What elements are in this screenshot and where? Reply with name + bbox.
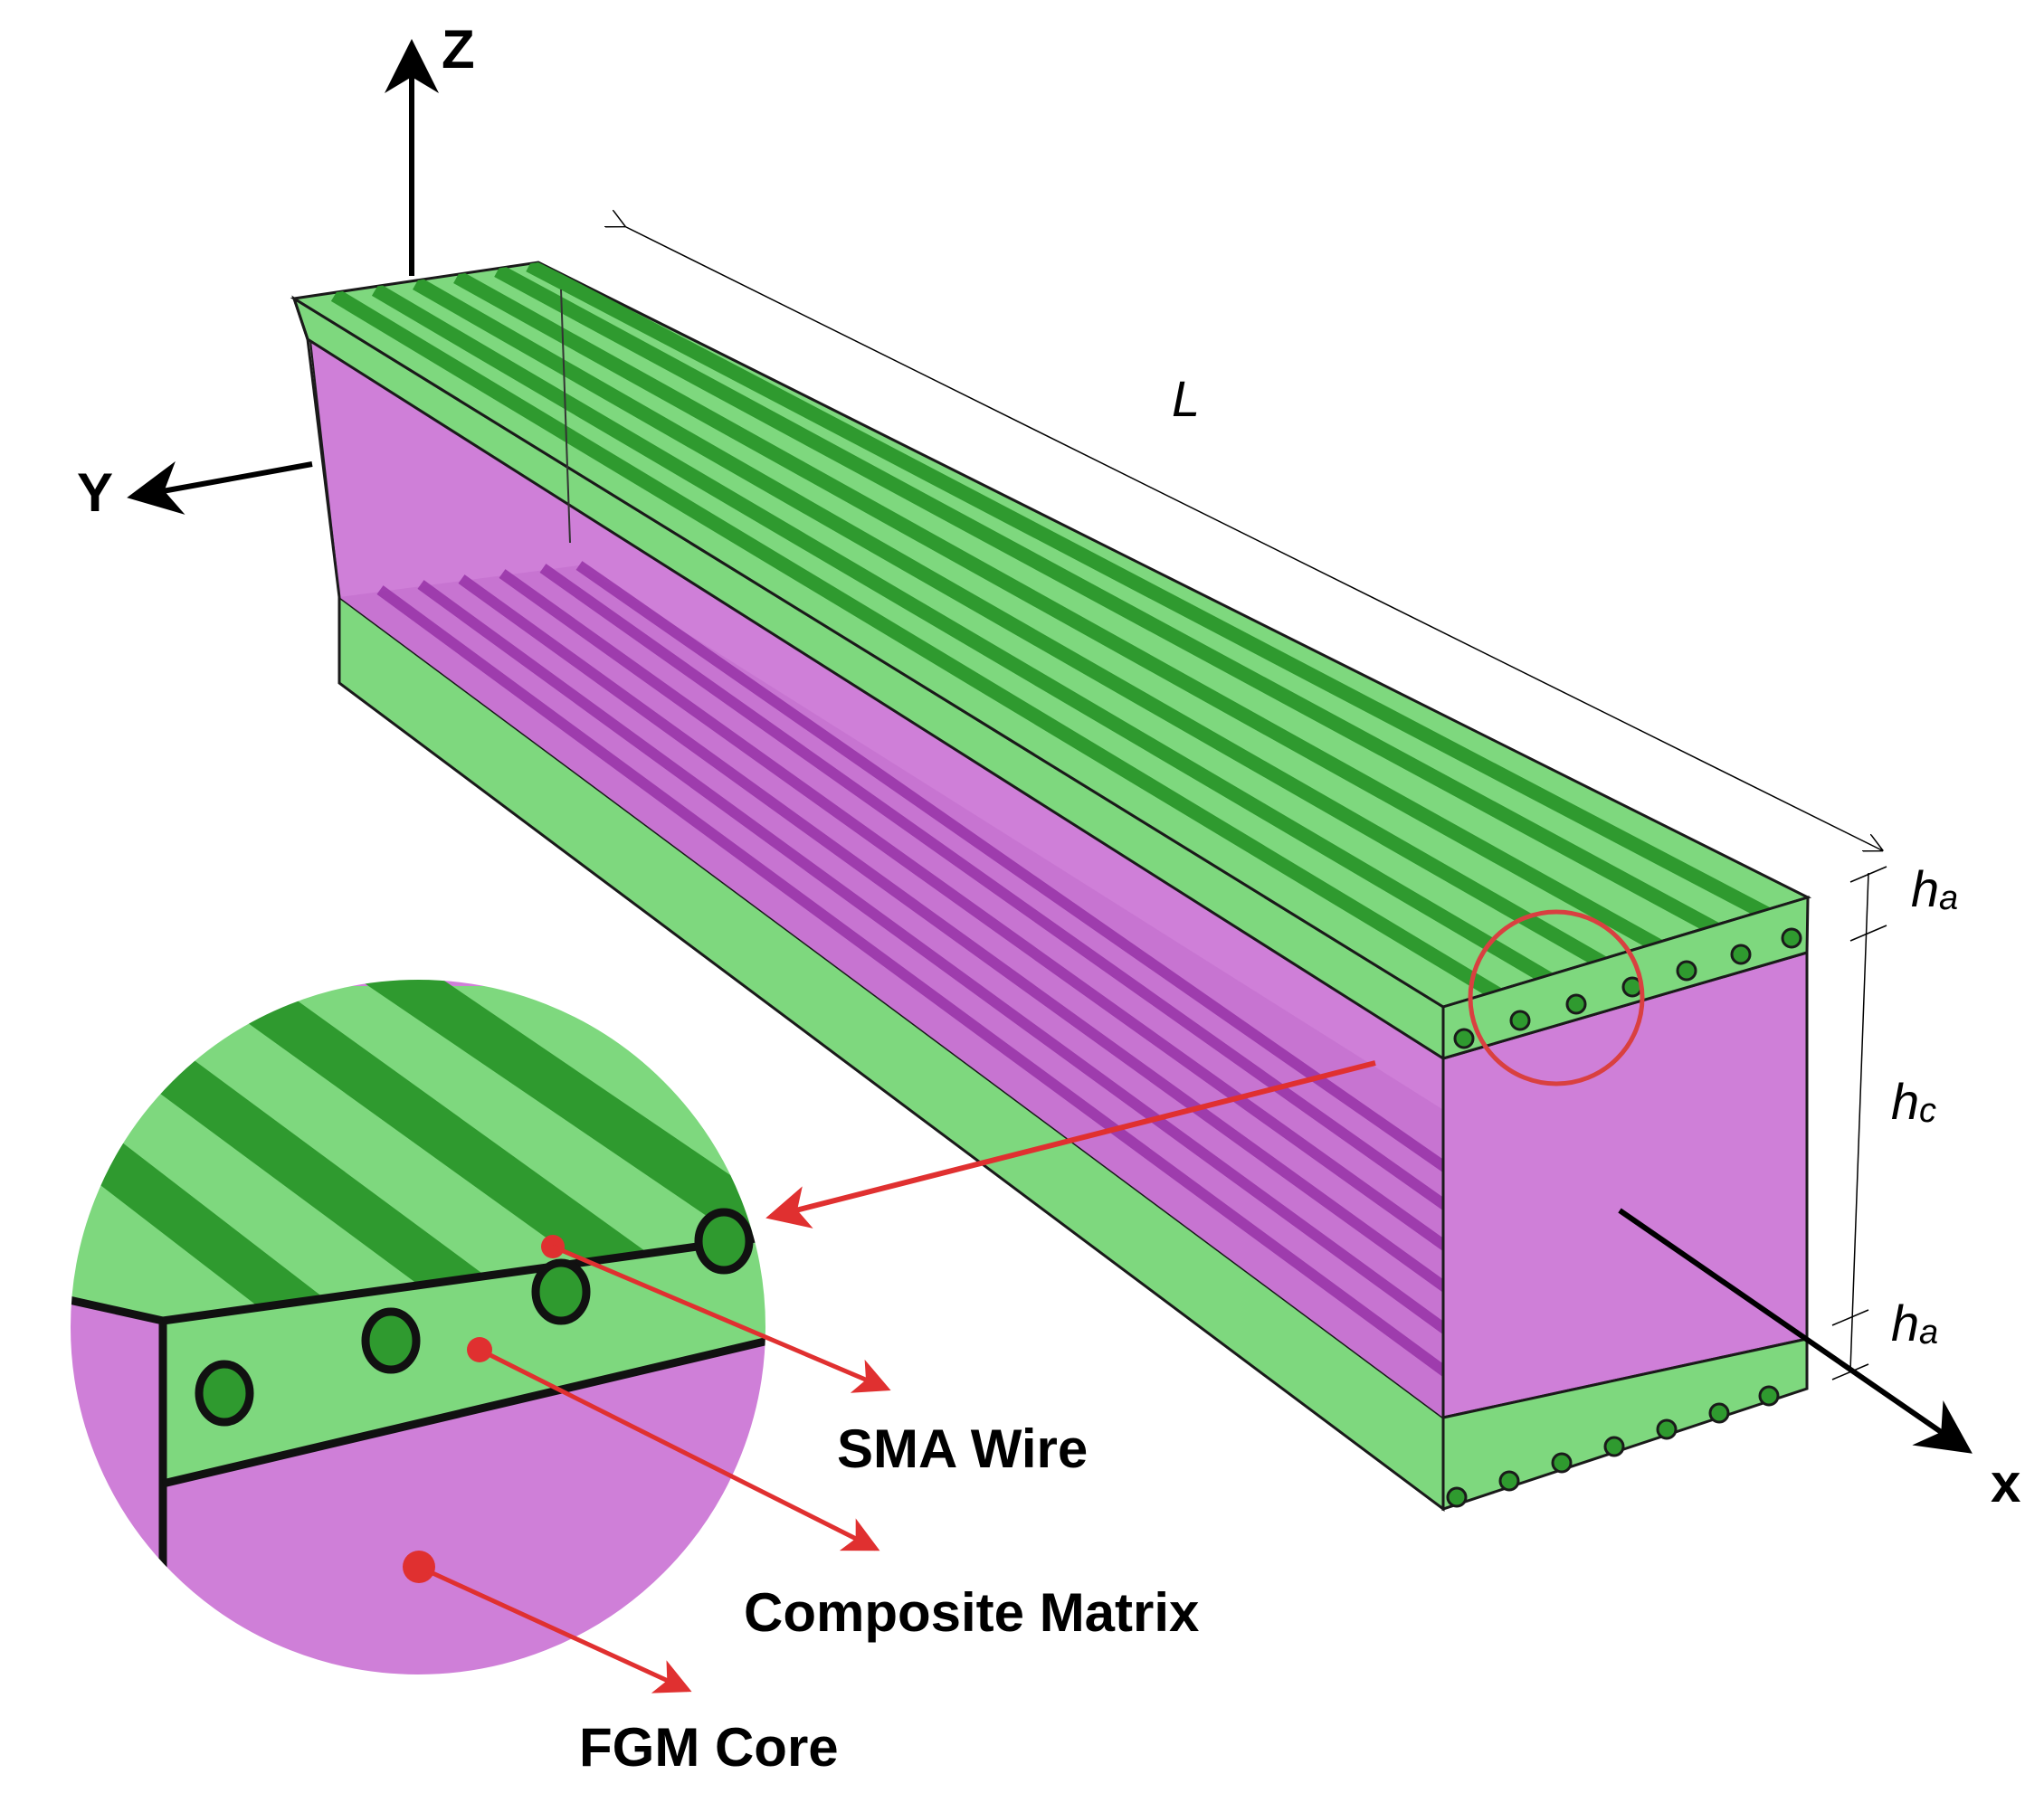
callout-fgm-core: FGM Core — [403, 1551, 839, 1778]
composite-matrix-label: Composite Matrix — [744, 1582, 1199, 1643]
sma-wire-label: SMA Wire — [837, 1418, 1088, 1479]
bottom-face-end — [1441, 1337, 1809, 1512]
core-thickness-label: h c — [1891, 1073, 1936, 1130]
x-axis-label: x — [1991, 1453, 2020, 1513]
length-label: L — [1172, 370, 1200, 427]
fgm-core-label: FGM Core — [579, 1717, 839, 1778]
svg-text:c: c — [1919, 1092, 1936, 1130]
length-dimension-line — [624, 226, 1882, 850]
top-face-end — [1441, 895, 1810, 1060]
y-axis — [127, 460, 313, 515]
x-axis — [1618, 1208, 1973, 1454]
svg-text:h: h — [1911, 860, 1939, 917]
svg-text:h: h — [1891, 1295, 1919, 1352]
svg-text:a: a — [1919, 1314, 1938, 1352]
bottom-face-thickness-label: h a — [1891, 1295, 1938, 1352]
callout-sma-wire: SMA Wire — [541, 1235, 1088, 1479]
top-face-thickness-label: h a — [1911, 860, 1958, 917]
detail-pointer-arrow — [765, 1060, 1376, 1229]
callout-composite-matrix: Composite Matrix — [467, 1337, 1199, 1643]
top-end-wires — [1453, 927, 1802, 1049]
svg-text:a: a — [1939, 879, 1958, 917]
z-axis-label: Z — [442, 19, 475, 80]
bottom-end-wires — [1446, 1385, 1780, 1508]
dimensions: L h a h c h a — [624, 226, 1958, 1380]
y-axis-label: Y — [77, 462, 113, 523]
svg-text:h: h — [1891, 1073, 1919, 1130]
detail-highlight-circle — [1468, 909, 1645, 1086]
axes: Z Y x — [77, 19, 2020, 1513]
magnified-inset — [69, 978, 767, 1676]
